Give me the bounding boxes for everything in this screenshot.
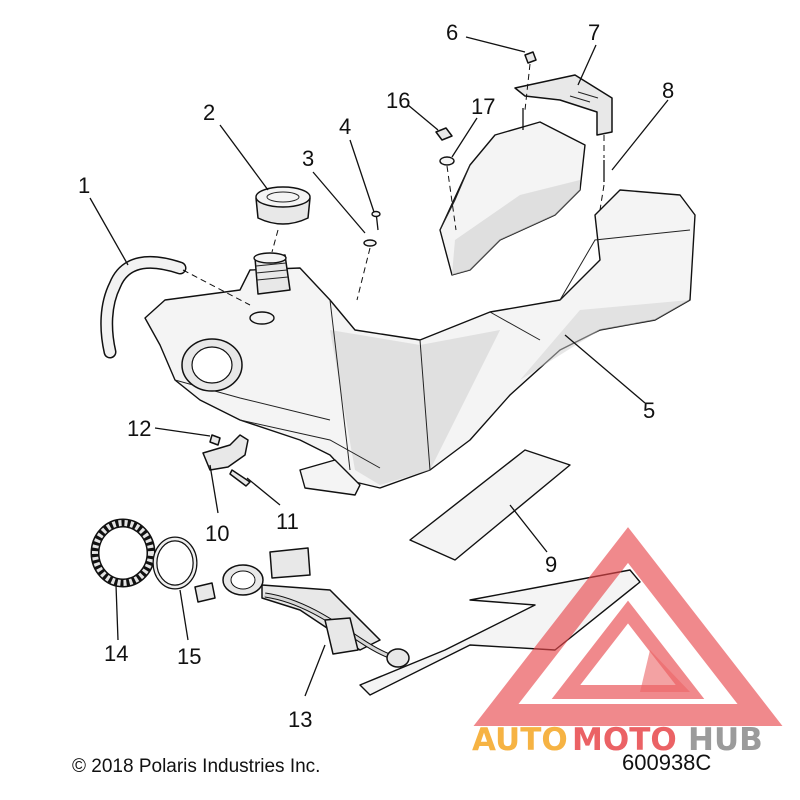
fuel-cap bbox=[255, 186, 311, 253]
fuel-pump-assembly bbox=[194, 547, 641, 696]
callout-6: 6 bbox=[446, 20, 458, 45]
copyright-notice: © 2018 Polaris Industries Inc. bbox=[72, 756, 320, 777]
screw-and-grommet bbox=[356, 210, 381, 301]
bolt-and-washer bbox=[435, 127, 457, 231]
automotohub-watermark: AUTO MOTO HUB bbox=[472, 527, 783, 758]
watermark-moto: MOTO bbox=[572, 722, 677, 758]
watermark-hub: HUB bbox=[688, 722, 763, 758]
callout-15: 15 bbox=[177, 644, 201, 669]
diagram-part-number: 600938C bbox=[622, 750, 711, 775]
vent-hose bbox=[100, 255, 251, 359]
callout-7: 7 bbox=[588, 20, 600, 45]
callout-labels: 1 2 3 4 5 6 7 8 9 10 11 12 13 14 15 16 1… bbox=[78, 20, 674, 732]
watermark-auto: AUTO bbox=[472, 722, 568, 758]
callout-14: 14 bbox=[104, 641, 128, 666]
hose-clamp bbox=[202, 434, 251, 487]
tank-pads bbox=[299, 449, 571, 561]
fuel-tank bbox=[144, 121, 696, 489]
callout-5: 5 bbox=[643, 398, 655, 423]
mounting-bracket bbox=[514, 51, 613, 211]
callout-2: 2 bbox=[203, 100, 215, 125]
callout-16: 16 bbox=[386, 88, 410, 113]
callout-9: 9 bbox=[545, 552, 557, 577]
callout-13: 13 bbox=[288, 707, 312, 732]
callout-11: 11 bbox=[276, 509, 299, 534]
callout-12: 12 bbox=[127, 416, 151, 441]
callout-8: 8 bbox=[662, 78, 674, 103]
callout-1: 1 bbox=[78, 173, 90, 198]
callout-3: 3 bbox=[302, 146, 314, 171]
callout-4: 4 bbox=[339, 114, 351, 139]
lock-ring bbox=[90, 518, 156, 588]
leader-lines bbox=[89, 36, 669, 697]
callout-10: 10 bbox=[205, 521, 229, 546]
callout-17: 17 bbox=[471, 94, 495, 119]
pump-seal bbox=[152, 536, 198, 590]
